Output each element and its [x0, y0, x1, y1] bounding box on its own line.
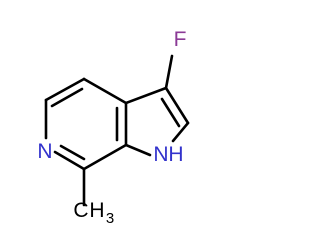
bond-c2-n1 [171, 121, 190, 143]
bond-c4-c5-inner [50, 87, 84, 108]
pyridine-nitrogen-label: N [37, 140, 52, 163]
bond-n6-c7-inner [59, 144, 86, 161]
methyl-carbon-label: C [73, 199, 88, 222]
bond-c3a-c4 [82, 77, 128, 105]
methyl-hydrogen-label: H [89, 199, 104, 222]
bond-n6-c7 [53, 150, 86, 171]
bond-c3-c2 [164, 86, 190, 125]
bond-c3-f [164, 54, 174, 90]
fluorine-atom-label: F [174, 28, 187, 51]
bond-c3-c2-inner [160, 97, 181, 128]
bond-group [44, 54, 190, 207]
molecule-structure: F N N H C H 3 [37, 28, 190, 227]
methyl-subscript-label: 3 [106, 210, 114, 227]
bond-c3a-c3 [124, 86, 168, 105]
bond-n1-c7a [124, 143, 152, 157]
bond-c4-c5 [44, 77, 86, 102]
pyrrole-nitrogen-label: N [153, 143, 168, 166]
pyrrole-hydrogen-label: H [168, 143, 183, 166]
bond-c7-c7a [82, 143, 128, 171]
